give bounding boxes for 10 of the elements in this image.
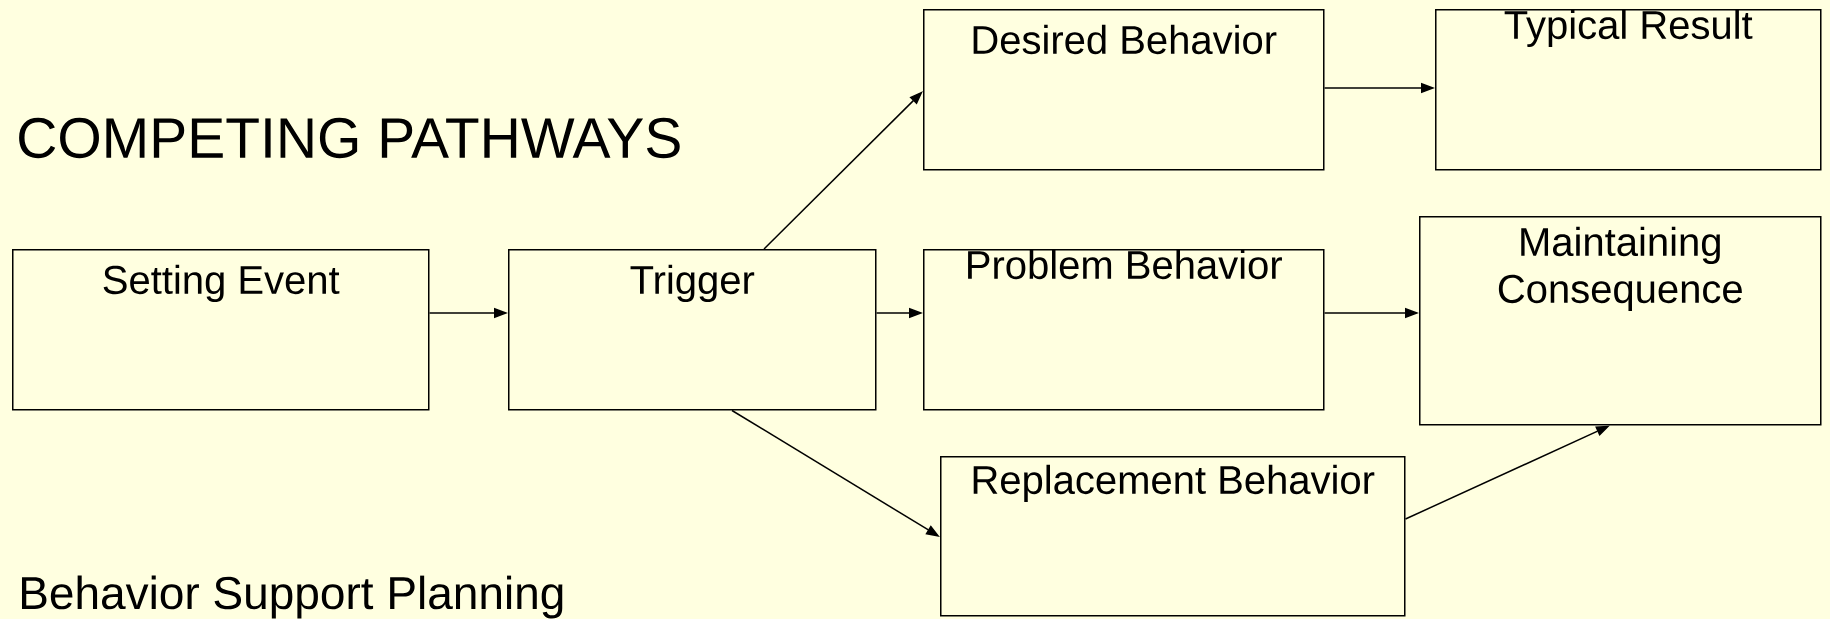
label: Behavior Support Planning xyxy=(22,575,563,619)
process-box: Typical Result xyxy=(1435,9,1822,171)
process-box: Maintaining Consequence xyxy=(1419,216,1822,426)
process-box: Trigger xyxy=(508,249,877,411)
title: COMPETING PATHWAYS xyxy=(19,117,680,159)
arrow xyxy=(763,91,923,250)
process-box: Desired Behavior xyxy=(923,9,1325,171)
process-box: Setting Event xyxy=(12,249,430,411)
process-box: Problem Behavior xyxy=(923,249,1325,411)
process-box: Replacement Behavior xyxy=(940,456,1406,617)
